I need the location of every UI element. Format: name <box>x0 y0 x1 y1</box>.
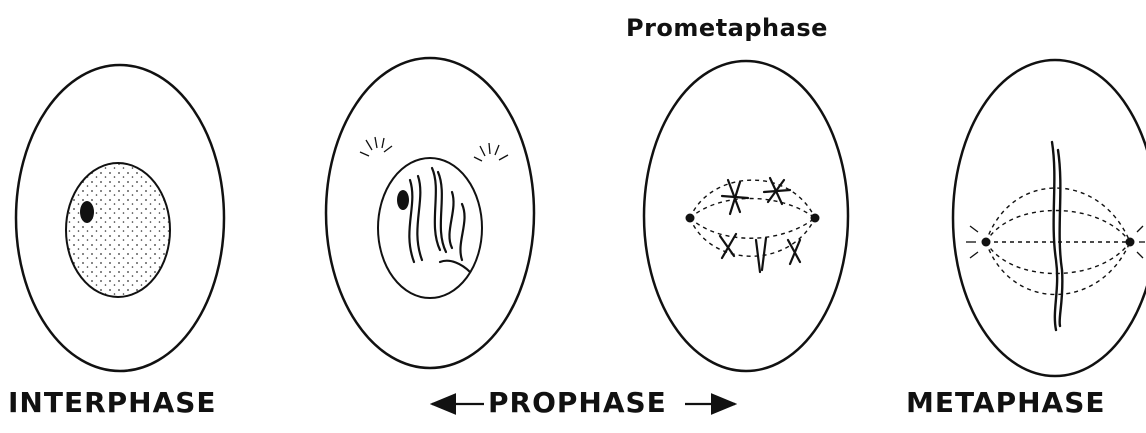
metaphase-centrosome-left <box>982 238 991 247</box>
metaphase-label: METAPHASE <box>906 386 1106 419</box>
prometaphase-label: Prometaphase <box>626 14 828 42</box>
prometaphase-spindle <box>690 180 815 256</box>
prophase-aster-right <box>474 143 508 161</box>
interphase-cell <box>16 65 224 371</box>
metaphase-aster-left <box>966 226 978 258</box>
prometaphase-centrosome-left <box>686 214 695 223</box>
prophase-nucleolus <box>397 190 409 210</box>
prophase-aster-left <box>360 137 392 156</box>
prophase-nucleus <box>378 158 482 298</box>
prophase-cell <box>326 58 534 368</box>
prometaphase-chromosomes <box>720 178 800 272</box>
metaphase-plate-chromosomes <box>1052 142 1062 330</box>
prometaphase-centrosome-right <box>811 214 820 223</box>
interphase-label: INTERPHASE <box>8 386 217 419</box>
metaphase-centrosome-right <box>1126 238 1135 247</box>
prometaphase-cell <box>644 61 848 371</box>
prophase-label: PROPHASE <box>488 386 667 419</box>
prophase-chromosomes <box>409 168 470 272</box>
metaphase-cell <box>953 60 1146 376</box>
prophase-cell-membrane <box>326 58 534 368</box>
interphase-nucleolus <box>80 201 94 223</box>
interphase-nucleus <box>66 163 170 297</box>
metaphase-cell-membrane <box>953 60 1146 376</box>
metaphase-aster-right <box>1137 226 1145 258</box>
